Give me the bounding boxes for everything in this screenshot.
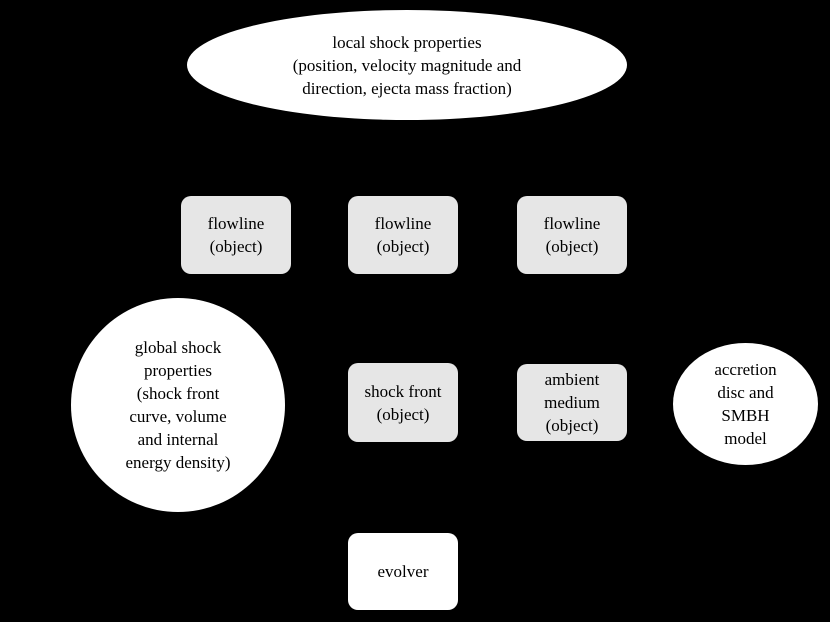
- node-text-line: (object): [545, 416, 599, 435]
- node-text-line: curve, volume: [129, 407, 227, 426]
- node-text-line: model: [724, 429, 767, 448]
- node-global-shock-properties: global shock properties (shock front cur…: [71, 298, 285, 512]
- node-label: flowline (object): [375, 212, 432, 258]
- node-evolver: evolver: [348, 533, 458, 610]
- node-shock-front: shock front (object): [348, 363, 458, 442]
- node-text-line: (position, velocity magnitude and: [292, 55, 522, 75]
- node-label: flowline (object): [544, 212, 601, 258]
- node-label: ambient medium (object): [544, 368, 600, 437]
- node-local-shock-properties: local shock properties (position, veloci…: [187, 10, 627, 120]
- node-text-line: disc and: [717, 383, 774, 402]
- node-text-line: direction, ejecta mass fraction): [302, 78, 512, 98]
- node-text-line: ambient: [544, 370, 600, 389]
- node-text-line: properties: [144, 361, 212, 380]
- node-flowline-3: flowline (object): [517, 196, 627, 274]
- node-text-line: flowline: [374, 214, 432, 233]
- node-text-line: energy density): [125, 453, 231, 472]
- node-text-line: accretion: [714, 360, 777, 379]
- node-text-line: (object): [209, 237, 263, 256]
- node-accretion-disc-smbh-model: accretion disc and SMBH model: [673, 343, 818, 465]
- node-text-line: medium: [544, 393, 600, 412]
- node-text-line: shock front: [364, 381, 442, 401]
- node-flowline-1: flowline (object): [181, 196, 291, 274]
- node-label: evolver: [378, 560, 429, 583]
- node-text-line: SMBH: [721, 406, 770, 425]
- node-text-line: (shock front: [136, 384, 220, 403]
- node-text-line: global shock: [134, 338, 222, 357]
- node-text-line: (object): [376, 404, 430, 424]
- node-label: accretion disc and SMBH model: [714, 358, 776, 450]
- node-text-line: and internal: [137, 430, 219, 449]
- node-ambient-medium: ambient medium (object): [517, 364, 627, 441]
- node-text-line: flowline: [543, 214, 601, 233]
- node-label: global shock properties (shock front cur…: [126, 336, 231, 474]
- node-text-line: (object): [545, 237, 599, 256]
- node-text-line: evolver: [377, 562, 429, 581]
- node-text-line: (object): [376, 237, 430, 256]
- node-label: local shock properties (position, veloci…: [293, 31, 522, 100]
- node-text-line: local shock properties: [332, 32, 482, 52]
- node-label: flowline (object): [208, 212, 265, 258]
- node-label: shock front (object): [365, 380, 442, 426]
- node-text-line: flowline: [207, 214, 265, 233]
- node-flowline-2: flowline (object): [348, 196, 458, 274]
